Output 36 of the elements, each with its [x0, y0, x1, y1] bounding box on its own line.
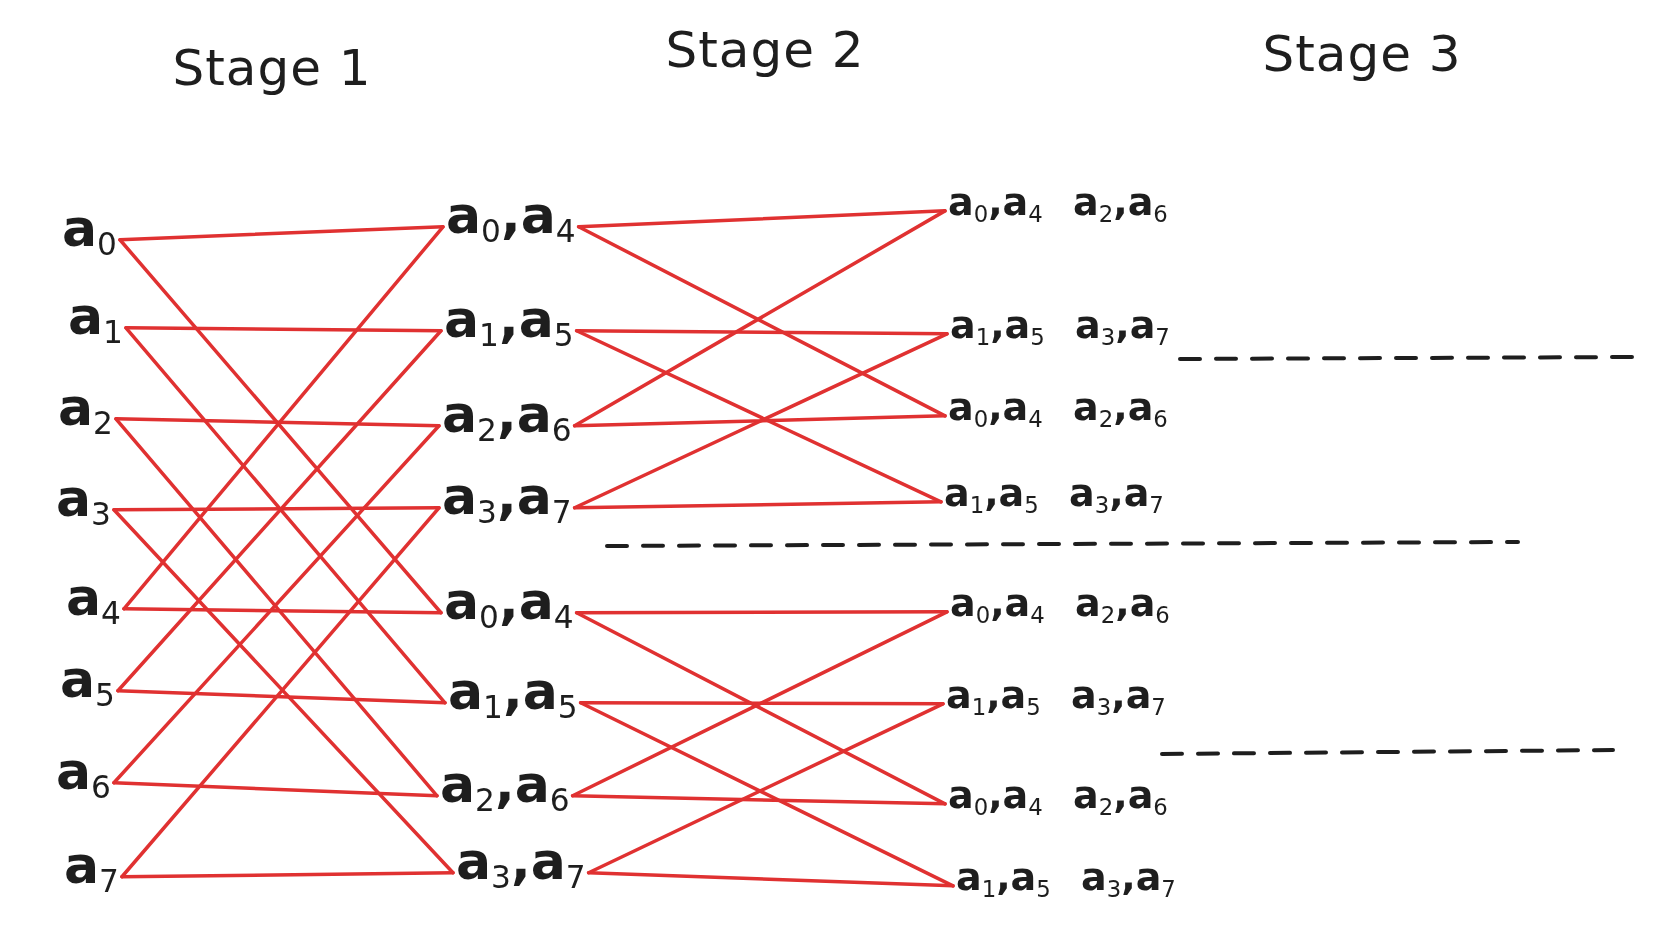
term-label: a$_{3}$ — [56, 469, 111, 529]
term-label: a$_{2}$,a$_{6}$ — [442, 385, 572, 445]
butterfly-line — [124, 326, 443, 333]
term-label: a$_{1}$,a$_{5}$ a$_{3}$,a$_{7}$ — [946, 674, 1166, 718]
term-label: a$_{3}$,a$_{7}$ — [442, 467, 572, 527]
term-label: a$_{0}$,a$_{4}$ — [444, 572, 574, 632]
stage-heading: Stage 3 — [1262, 26, 1462, 84]
butterfly-line — [112, 781, 439, 798]
term-label: a$_{0}$,a$_{4}$ a$_{2}$,a$_{6}$ — [948, 774, 1168, 818]
term-label: a$_{5}$ — [60, 650, 115, 710]
butterfly-line — [122, 607, 443, 615]
butterfly-line — [570, 794, 947, 806]
term-label: a$_{0}$,a$_{4}$ — [446, 186, 576, 246]
term-label: a$_{2}$ — [58, 378, 113, 438]
term-label: a$_{0}$,a$_{4}$ a$_{2}$,a$_{6}$ — [948, 181, 1168, 225]
stage-heading: Stage 1 — [172, 40, 372, 98]
term-label: a$_{1}$,a$_{5}$ a$_{3}$,a$_{7}$ — [944, 472, 1164, 516]
term-label: a$_{0}$ — [62, 199, 117, 259]
term-label: a$_{1}$,a$_{5}$ a$_{3}$,a$_{7}$ — [956, 856, 1176, 900]
term-label: a$_{1}$ — [68, 287, 123, 347]
butterfly-line — [116, 689, 447, 705]
term-label: a$_{1}$,a$_{5}$ — [444, 290, 574, 350]
term-label: a$_{1}$,a$_{5}$ — [448, 662, 578, 722]
term-label: a$_{4}$ — [66, 568, 121, 628]
term-label: a$_{0}$,a$_{4}$ a$_{2}$,a$_{6}$ — [950, 582, 1170, 626]
term-label: a$_{7}$ — [64, 836, 119, 896]
term-label: a$_{3}$,a$_{7}$ — [456, 832, 586, 892]
term-label: a$_{2}$,a$_{6}$ — [440, 755, 570, 815]
stage-heading: Stage 2 — [665, 22, 865, 80]
term-label: a$_{6}$ — [56, 742, 111, 802]
butterfly-line — [112, 506, 441, 512]
term-label: a$_{0}$,a$_{4}$ a$_{2}$,a$_{6}$ — [948, 386, 1168, 430]
butterfly-line — [586, 871, 955, 888]
butterfly-line — [118, 225, 445, 242]
butterfly-line — [114, 417, 441, 428]
term-label: a$_{1}$,a$_{5}$ a$_{3}$,a$_{7}$ — [950, 304, 1170, 348]
